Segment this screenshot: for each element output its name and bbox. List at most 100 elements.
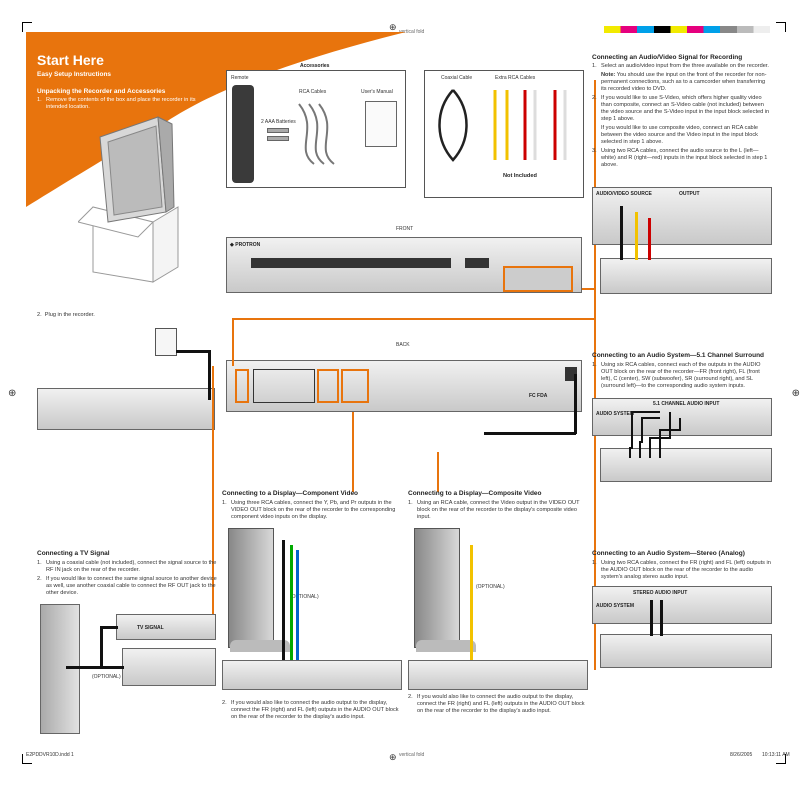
tv-signal-optional-label: (OPTIONAL): [92, 674, 121, 680]
av-step-1: 1.Select an audio/video input from the t…: [592, 63, 769, 69]
orange-line-composite: [437, 452, 439, 492]
recorder-front: ◆ PROTRON: [226, 237, 582, 293]
orange-line-main: [232, 318, 594, 320]
registration-mark-top: ⊕: [389, 22, 397, 32]
composite-recorder-back: [408, 660, 588, 690]
av-recorder-back: [600, 258, 772, 294]
composite-step-2: 2.If you would also like to connect the …: [408, 694, 585, 714]
surround-heading: Connecting to an Audio System—5.1 Channe…: [592, 352, 765, 359]
accessories-panel: Accessories Remote RCA Cables 2 AAA Batt…: [226, 63, 406, 188]
battery-2: [267, 136, 289, 141]
front-input-panel: [503, 266, 573, 292]
users-manual-label: User's Manual: [361, 89, 393, 95]
tv-signal-step-2: 2.If you would like to connect the same …: [37, 576, 217, 596]
stereo-recorder-back: [600, 634, 772, 668]
component-cable-blue: [296, 550, 299, 660]
recorder-back: FC FDA: [226, 360, 582, 412]
tv-signal-wall-plate: TV SIGNAL: [116, 614, 216, 640]
page-subtitle: Easy Setup Instructions: [37, 71, 112, 78]
surround-audio-system-label: AUDIO SYSTEM: [596, 411, 635, 417]
crop-mark-bottom-left: [22, 754, 32, 764]
av-cable-yellow: [635, 212, 638, 260]
composite-optional-label: (OPTIONAL): [476, 584, 505, 590]
header-swoosh: [26, 32, 406, 207]
front-input-line: [582, 288, 594, 290]
av-signal-heading: Connecting an Audio/Video Signal for Rec…: [592, 54, 743, 61]
registration-mark-right: ⊕: [791, 388, 800, 399]
crop-mark-bottom-right: [776, 754, 786, 764]
fc-fda-mark: FC FDA: [529, 393, 548, 399]
front-label: FRONT: [396, 226, 414, 232]
tv-signal-step-1: 1.Using a coaxial cable (not included), …: [37, 560, 217, 573]
component-cable-green: [290, 545, 293, 660]
wall-outlet: [155, 328, 177, 356]
av-cable-red: [648, 218, 651, 260]
audio-out-block: [253, 369, 315, 403]
remote-label: Remote: [231, 75, 249, 81]
unpacking-step-2: 2. Plug in the recorder.: [37, 312, 95, 318]
page-title: Start Here: [37, 52, 104, 68]
stereo-audio-system-label: AUDIO SYSTEM: [596, 603, 635, 609]
outlet-cord-2: [208, 350, 211, 400]
battery-1: [267, 128, 289, 133]
stereo-steps: 1.Using two RCA cables, connect the FR (…: [592, 560, 772, 583]
brand-logo: ◆ PROTRON: [230, 242, 261, 248]
av-step-2b: If you would like to use composite video…: [601, 125, 759, 145]
tv-signal-device: [40, 604, 80, 734]
box-illustration: [78, 116, 179, 283]
stereo-cable-2: [660, 600, 663, 636]
component-optional-label: (OPTIONAL): [290, 594, 319, 600]
not-included-label: Not Included: [503, 173, 537, 179]
rf-block: [235, 369, 249, 403]
surround-recorder-back: [600, 448, 772, 482]
orange-line-right: [594, 80, 596, 670]
rca-cables-image: [298, 103, 335, 165]
composite-steps: 1.Using an RCA cable, connect the Video …: [408, 500, 586, 523]
composite-display-stand: [416, 640, 476, 652]
av-source-device: AUDIO/VIDEO SOURCE OUTPUT: [592, 187, 772, 245]
stereo-cable-1: [650, 600, 653, 636]
tv-signal-heading: Connecting a TV Signal: [37, 550, 110, 557]
recorder-back-small-left: [37, 388, 215, 430]
crop-mark-top-left: [22, 22, 32, 32]
composite-heading: Connecting to a Display—Composite Video: [408, 490, 542, 497]
orange-line-left: [232, 318, 234, 366]
av-output-label: OUTPUT: [679, 191, 700, 197]
tv-signal-recorder-back: [122, 648, 216, 686]
crop-mark-top-right: [776, 22, 786, 32]
rca-cables-label: RCA Cables: [299, 89, 327, 95]
front-display: [465, 258, 489, 268]
stereo-input-label: STEREO AUDIO INPUT: [633, 590, 688, 596]
component-display: [228, 528, 274, 648]
fold-mark-top: vertical fold: [399, 29, 425, 35]
unpacking-step-1: 1.Remove the contents of the box and pla…: [37, 97, 196, 110]
av-step-3: 3.Using two RCA cables, connect the audi…: [592, 148, 768, 168]
print-time: 10:13:11 AM: [762, 752, 790, 758]
stereo-audio-system: AUDIO SYSTEM STEREO AUDIO INPUT: [592, 586, 772, 624]
composite-display: [414, 528, 460, 648]
composite-cable-yellow: [470, 545, 473, 660]
not-included-panel: Coaxial Cable Extra RCA Cables Not Inclu…: [424, 70, 584, 198]
coaxial-cable-label: Coaxial Cable: [441, 75, 473, 81]
batteries-label: 2 AAA Batteries: [261, 119, 296, 125]
surround-steps: 1.Using six RCA cables, connect each of …: [592, 362, 772, 392]
component-steps: 1.Using three RCA cables, connect the Y,…: [222, 500, 400, 523]
av-signal-text: 1.Select an audio/video input from the t…: [592, 63, 772, 169]
composite-step-1: 1.Using an RCA cable, connect the Video …: [408, 500, 580, 520]
registration-mark-bottom: ⊕: [389, 752, 397, 762]
tv-signal-label: TV SIGNAL: [137, 625, 164, 631]
disc-tray: [251, 258, 451, 268]
av-source-label: AUDIO/VIDEO SOURCE: [596, 191, 652, 197]
component-display-stand: [230, 640, 290, 652]
back-label: BACK: [396, 342, 410, 348]
orange-line-component: [352, 412, 354, 492]
print-date: 8/26/2005: [730, 752, 753, 758]
unpacking-steps: 1.Remove the contents of the box and pla…: [37, 97, 217, 113]
surround-audio-system: AUDIO SYSTEM 5.1 CHANNEL AUDIO INPUT: [592, 398, 772, 436]
stereo-step-1: 1.Using two RCA cables, connect the FR (…: [592, 560, 771, 580]
av-note: Note: You should use the input on the fr…: [601, 72, 767, 92]
av-step-2: 2.If you would like to use S-Video, whic…: [592, 95, 770, 122]
component-heading: Connecting to a Display—Component Video: [222, 490, 359, 497]
component-step-1: 1.Using three RCA cables, connect the Y,…: [222, 500, 396, 520]
tv-signal-steps: 1.Using a coaxial cable (not included), …: [37, 560, 217, 599]
